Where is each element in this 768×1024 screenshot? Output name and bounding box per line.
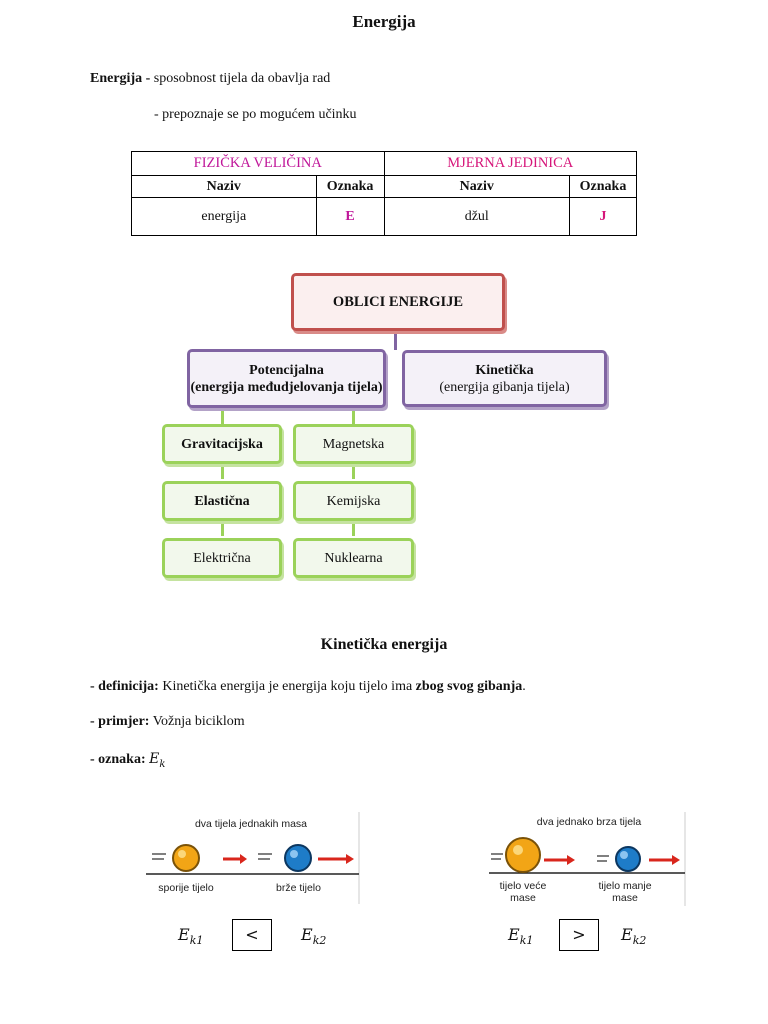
speed-lines-icon [491, 853, 609, 862]
potential-title: Potencijalna [249, 362, 324, 378]
figure-equal-masses-drawing [146, 812, 360, 904]
header-physical-quantity: FIZIČKA VELIČINA [131, 151, 385, 176]
energy-definition: Energija - sposobnost tijela da obavlja … [90, 71, 330, 87]
connector-right-col [352, 405, 355, 425]
kinetic-def-text: Kinetička energija je energija koju tije… [158, 679, 416, 694]
kinetic-heading: Kinetička energija [320, 636, 448, 653]
diagram-root-label: OBLICI ENERGIJE [332, 293, 464, 310]
ek-sub: k1 [519, 934, 534, 948]
ek1-right: Ek1 [508, 925, 533, 947]
connector-left-col [221, 405, 224, 425]
small-blue-ball-icon [615, 846, 641, 872]
potential-description: (energija međudjelovanja tijela) [190, 379, 383, 395]
figure-right-caption: dva jednako brza tijela [536, 816, 642, 828]
subheader-symbol: Oznaka [315, 175, 385, 198]
connector-root [394, 332, 397, 350]
label-faster-body: brže tijelo [276, 882, 321, 894]
ek-sub: k1 [189, 934, 204, 948]
ek-symbol: E [508, 925, 520, 944]
comparison-less-than: < [232, 919, 272, 951]
kinetic-symbol-value: Ek [149, 751, 166, 770]
speed-lines-icon [152, 853, 272, 860]
orange-ball-icon [172, 844, 200, 872]
label-larger-mass: tijelo veće mase [499, 880, 547, 904]
cell-quantity-name: energija [131, 197, 317, 236]
ek-symbol: E [301, 925, 313, 944]
leaf-gravitational: Gravitacijska [162, 424, 282, 464]
figure-equal-masses: dva tijela jednakih masa sporije tijelo … [146, 812, 361, 904]
kinetic-symbol: - oznaka: Ek [90, 751, 165, 770]
figure-equal-speeds-drawing [489, 812, 686, 906]
leaf-electric: Električna [162, 538, 282, 578]
cell-quantity-symbol: E [315, 197, 385, 236]
figure-equal-speeds: dva jednako brza tijela tijelo veće mase… [489, 812, 687, 906]
ek-symbol: E [178, 925, 190, 944]
kinetic-example: - primjer: Vožnja biciklom [90, 714, 245, 730]
connector-left-2 [221, 520, 224, 536]
potential-energy-box: Potencijalna (energija međudjelovanja ti… [187, 349, 386, 408]
diagram-root-box: OBLICI ENERGIJE [291, 273, 505, 331]
comparison-greater-than: > [559, 919, 599, 951]
kinetic-def-bold: zbog svog gibanja [415, 679, 523, 694]
ek-sub: k2 [632, 934, 647, 948]
ek2-left: Ek2 [301, 925, 326, 947]
subheader-name: Naziv [131, 175, 317, 198]
subheader-unit-name: Naziv [383, 175, 571, 198]
definition-term: Energija - [90, 71, 151, 86]
figure-left-caption: dva tijela jednakih masa [194, 818, 308, 830]
cell-unit-symbol: J [569, 197, 637, 236]
kinetic-symbol-sub: k [159, 758, 166, 770]
kinetic-energy-box: Kinetička (energija gibanja tijela) [402, 350, 607, 407]
definition-text: sposobnost tijela da obavlja rad [150, 71, 331, 86]
leaf-chemical: Kemijska [293, 481, 414, 521]
kinetic-symbol-main: E [149, 751, 160, 767]
kinetic-def-end: . [522, 679, 526, 694]
kinetic-symbol-label: - oznaka: [90, 752, 146, 767]
leaf-nuclear: Nuklearna [293, 538, 414, 578]
ek1-left: Ek1 [178, 925, 203, 947]
kinetic-description: (energija gibanja tijela) [439, 379, 570, 395]
large-orange-ball-icon [505, 837, 541, 873]
kinetic-definition: - definicija: Kinetička energija je ener… [90, 679, 526, 695]
leaf-magnetic: Magnetska [293, 424, 414, 464]
ek-symbol: E [621, 925, 633, 944]
velocity-arrow-icon [544, 855, 680, 865]
kinetic-title: Kinetička [475, 362, 534, 378]
kinetic-example-label: - primjer: [90, 714, 150, 729]
subheader-unit-symbol: Oznaka [569, 175, 637, 198]
leaf-elastic: Elastična [162, 481, 282, 521]
blue-ball-icon [284, 844, 312, 872]
page-title: Energija [352, 12, 416, 31]
label-smaller-mass: tijelo manje mase [598, 880, 652, 904]
kinetic-example-text: Vožnja biciklom [149, 714, 245, 729]
velocity-arrow-icon [223, 854, 354, 864]
connector-left-1 [221, 463, 224, 479]
header-unit: MJERNA JEDINICA [383, 151, 637, 176]
definition-note: - prepoznaje se po mogućem učinku [154, 107, 357, 122]
connector-right-1 [352, 463, 355, 479]
kinetic-def-label: - definicija: [90, 679, 159, 694]
label-slower-body: sporije tijelo [158, 882, 214, 894]
ek2-right: Ek2 [621, 925, 646, 947]
cell-unit-name: džul [383, 197, 571, 236]
ek-sub: k2 [312, 934, 327, 948]
connector-right-2 [352, 520, 355, 536]
quantity-table: FIZIČKA VELIČINA MJERNA JEDINICA Naziv O… [131, 151, 637, 236]
